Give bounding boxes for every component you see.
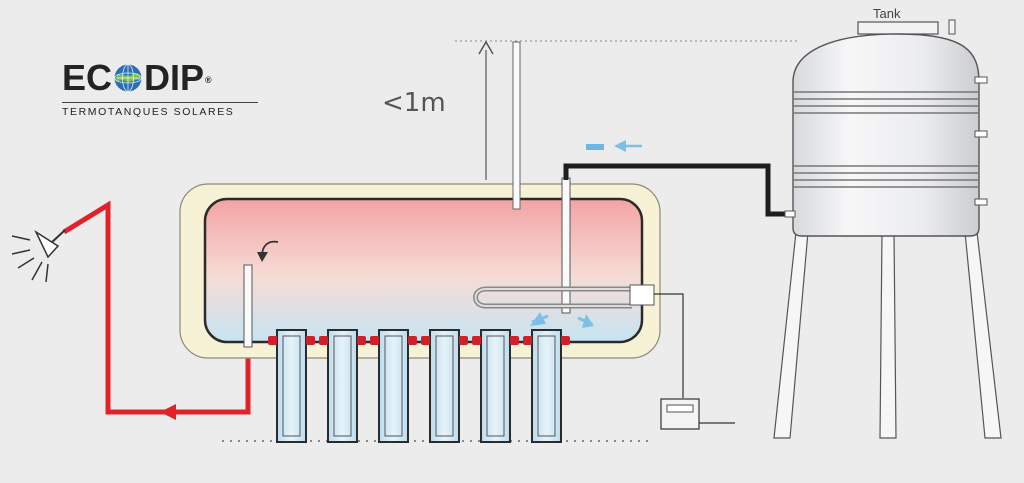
brand-name-right: DIP	[144, 57, 205, 98]
globe-logo-icon	[113, 63, 143, 93]
control-wire	[654, 293, 684, 398]
hot-water-pipe	[62, 200, 251, 415]
collector-tube	[378, 329, 409, 443]
height-label: <1m	[382, 88, 446, 118]
brand-tagline: TERMOTANQUES SOLARES	[62, 106, 235, 118]
circulation-arrows-icon	[530, 312, 594, 328]
hot-water-tank	[203, 197, 644, 344]
collector-tube	[429, 329, 460, 443]
collector-tube	[531, 329, 562, 443]
cold-supply-pipe	[563, 163, 790, 217]
collector-tube	[480, 329, 511, 443]
hot-outlet-pipe	[243, 264, 253, 348]
collector-tubes	[276, 329, 562, 443]
tube-seals	[268, 336, 570, 345]
inflow-arrow-icon	[614, 140, 626, 152]
water-tank	[773, 19, 1002, 439]
brand-name-left: EC	[62, 57, 113, 98]
brand-wordmark: EC DIP ®	[62, 58, 262, 98]
hot-flow-arrow-icon	[160, 404, 176, 420]
cold-inlet-pipe	[561, 177, 571, 314]
height-arrow-head-icon	[478, 40, 494, 55]
shower-head-icon	[11, 229, 66, 283]
brand-logo: EC DIP ® TERMOTANQUES SOLARES	[62, 58, 262, 118]
tank-label: Tank	[873, 6, 901, 21]
collector-tube	[276, 329, 307, 443]
controller-box-icon	[660, 398, 700, 430]
logo-divider	[62, 102, 258, 103]
registered-mark: ®	[205, 75, 212, 85]
vent-pipe	[512, 41, 521, 210]
collector-tube	[327, 329, 358, 443]
heating-element	[473, 284, 655, 309]
inflow-bar	[586, 144, 604, 150]
